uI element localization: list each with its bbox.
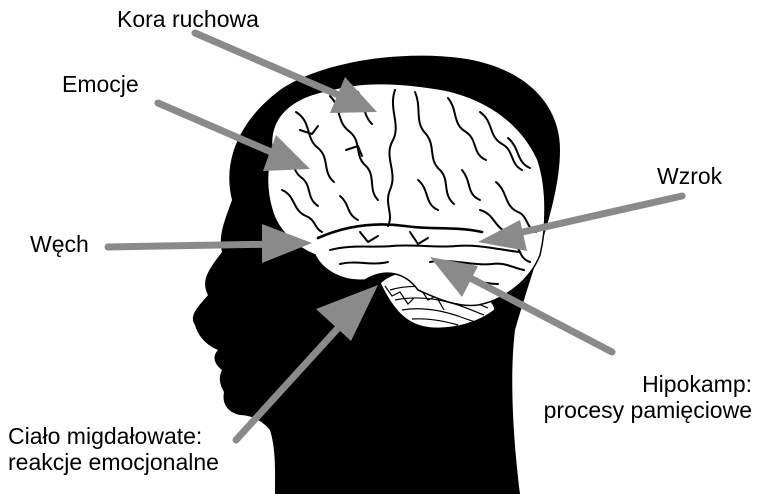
label-amygdala-line2: reakcje emocjonalne bbox=[8, 449, 219, 475]
label-motor-cortex: Kora ruchowa bbox=[117, 6, 259, 32]
label-hippocampus-line1: Hipokamp: bbox=[544, 371, 752, 397]
label-hippocampus: Hipokamp: procesy pamięciowe bbox=[544, 371, 752, 423]
label-smell: Węch bbox=[30, 231, 89, 257]
label-emotions: Emocje bbox=[62, 71, 139, 97]
label-amygdala-line1: Ciało migdałowate: bbox=[8, 423, 219, 449]
label-hippocampus-line2: procesy pamięciowe bbox=[544, 397, 752, 423]
label-vision: Wzrok bbox=[657, 163, 722, 189]
label-amygdala: Ciało migdałowate: reakcje emocjonalne bbox=[8, 423, 219, 475]
